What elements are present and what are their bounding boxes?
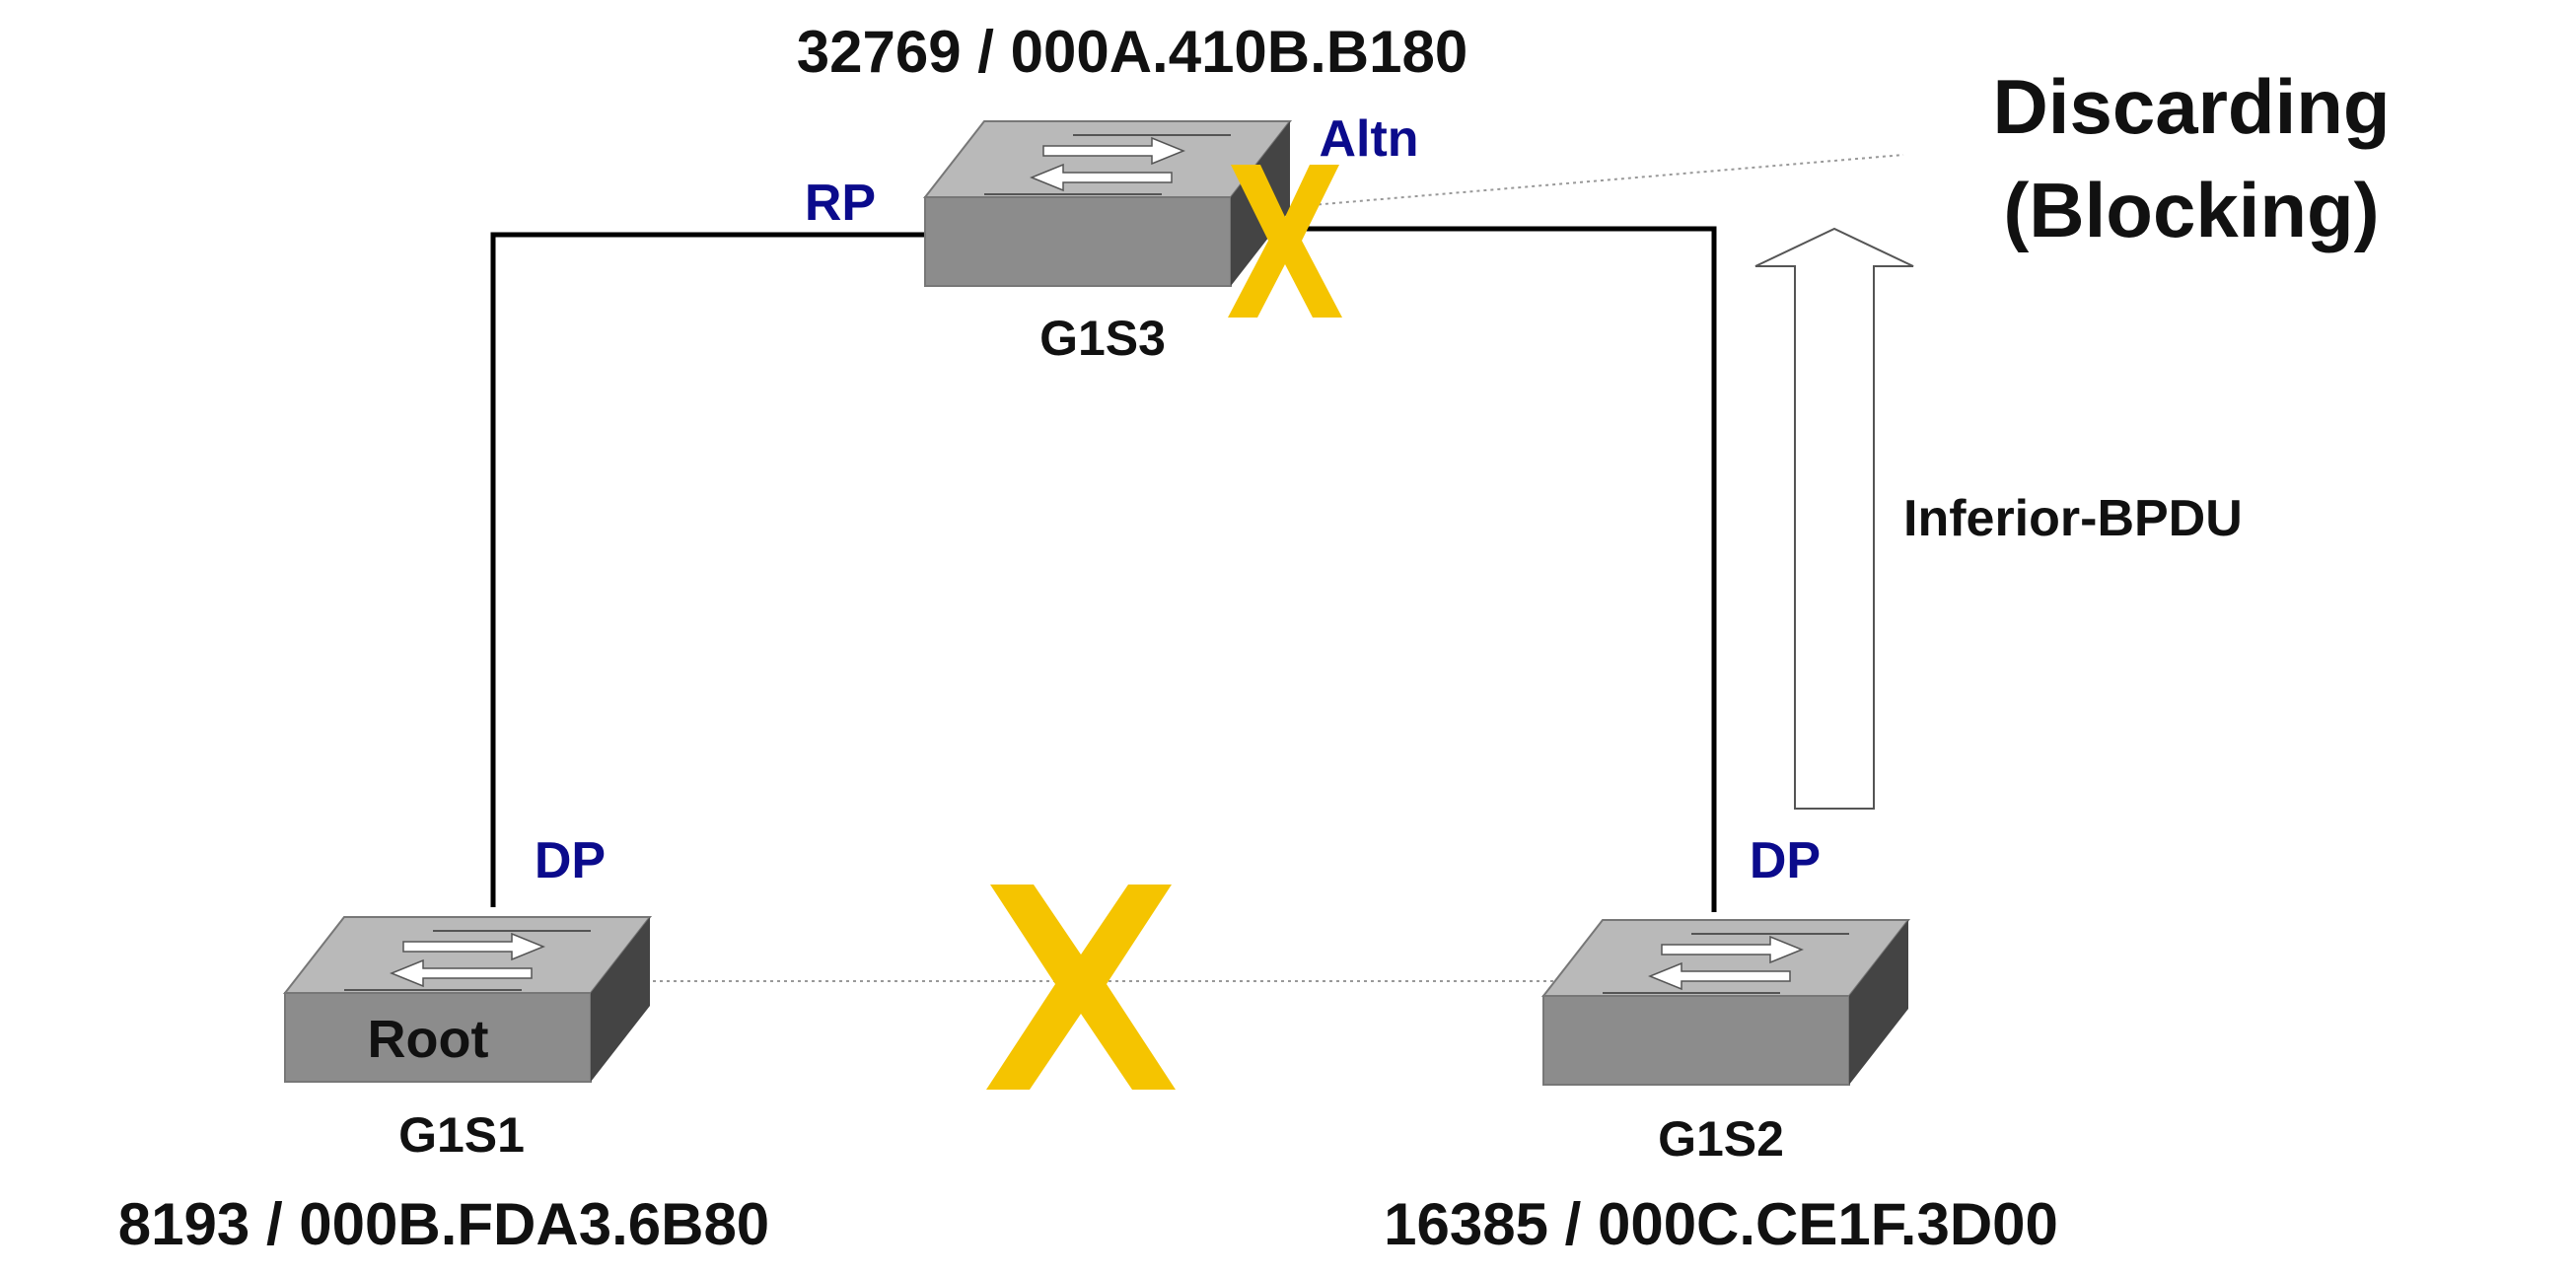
bpdu-label: Inferior-BPDU xyxy=(1903,490,2243,547)
switch-g1s2 xyxy=(1542,919,1909,1086)
blocked-link-x-mark xyxy=(986,885,1176,1090)
callout-discarding: Discarding xyxy=(1992,63,2390,150)
root-label: Root xyxy=(368,1010,489,1069)
switch-name-g1s2: G1S2 xyxy=(1658,1111,1784,1167)
link-s3-s2 xyxy=(1262,226,1717,912)
bridge-id-g1s2: 16385 / 000C.CE1F.3D00 xyxy=(1384,1191,2058,1257)
link-s1-s3 xyxy=(490,232,925,907)
port-label-rp: RP xyxy=(805,175,876,232)
blocked-port-x-mark xyxy=(1228,165,1342,318)
switch-g1s3 xyxy=(924,120,1291,287)
port-label-altn: Altn xyxy=(1319,110,1418,168)
port-label-dp-g1s1: DP xyxy=(535,832,606,889)
bridge-id-g1s3: 32769 / 000A.410B.B180 xyxy=(797,19,1468,85)
switch-name-g1s1: G1S1 xyxy=(398,1107,525,1163)
port-label-dp-g1s2: DP xyxy=(1750,832,1821,889)
bpdu-up-arrow xyxy=(1754,227,1914,810)
callout-blocking: (Blocking) xyxy=(2003,167,2379,253)
callout-leader-line xyxy=(1311,154,1904,206)
bridge-id-g1s1: 8193 / 000B.FDA3.6B80 xyxy=(118,1191,769,1257)
switch-name-g1s3: G1S3 xyxy=(1039,311,1166,366)
